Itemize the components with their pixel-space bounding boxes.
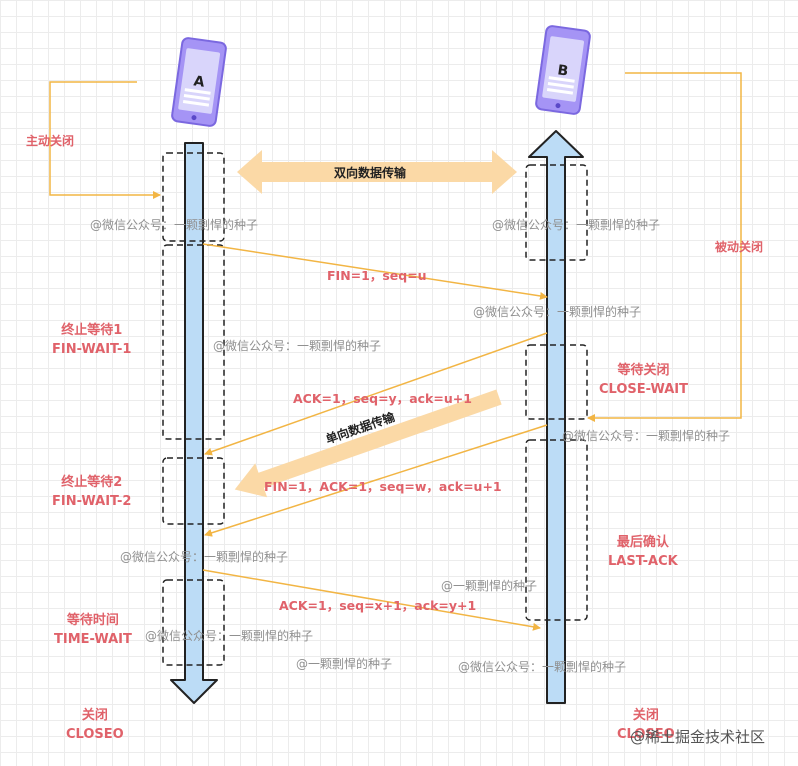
state-b-closed-en: CLOSEO [617, 727, 675, 742]
watermark-text: @微信公众号：一颗剽悍的种子 [145, 629, 314, 643]
watermark-text: @微信公众号：一颗剽悍的种子 [562, 429, 731, 443]
unidirectional-arrow [234, 389, 502, 498]
watermark-text: @微信公众号：一颗剽悍的种子 [120, 550, 289, 564]
state-a-closed-en: CLOSEO [66, 727, 124, 742]
state-fin-wait-1: 终止等待1 FIN-WAIT-1 [52, 321, 131, 359]
state-b-closed: 关闭 CLOSEO [617, 706, 675, 744]
watermark-text: @一颗剽悍的种子 [441, 579, 538, 593]
watermark-text: @微信公众号：一颗剽悍的种子 [458, 660, 627, 674]
watermark-text: @微信公众号：一颗剽悍的种子 [90, 218, 259, 232]
watermark-text: @微信公众号：一颗剽悍的种子 [492, 218, 661, 232]
active-close-label: 主动关闭 [26, 134, 75, 148]
message-line-ack1 [204, 332, 548, 456]
state-last-ack: 最后确认 LAST-ACK [608, 533, 678, 571]
state-box-a-fin-wait-1 [162, 244, 225, 440]
watermark-text: @微信公众号：一颗剽悍的种子 [473, 305, 642, 319]
state-close-wait-en: CLOSE-WAIT [599, 382, 688, 397]
passive-close-bracket [587, 72, 742, 422]
fin2-label: FIN=1，ACK=1，seq=w，ack=u+1 [264, 479, 502, 494]
state-fin-wait-1-en: FIN-WAIT-1 [52, 342, 132, 357]
state-fin-wait-2-cn: 终止等待2 [61, 475, 123, 490]
phone-a-icon: A [171, 37, 227, 127]
site-watermark: @稀土掘金技术社区 [630, 728, 766, 746]
state-last-ack-en: LAST-ACK [608, 554, 678, 569]
state-fin-wait-1-cn: 终止等待1 [61, 323, 123, 338]
state-box-a-established [162, 152, 225, 242]
watermark-text: @一颗剽悍的种子 [296, 657, 393, 671]
state-box-b-last-ack [525, 439, 588, 621]
phone-b-icon: B [535, 25, 591, 115]
state-last-ack-cn: 最后确认 [616, 535, 669, 550]
state-time-wait-en: TIME-WAIT [54, 632, 132, 647]
device-a-label: A [193, 73, 206, 90]
fin1-label: FIN=1，seq=u [327, 268, 427, 283]
state-time-wait-cn: 等待时间 [66, 613, 119, 628]
message-line-fin1 [202, 243, 548, 300]
state-close-wait: 等待关闭 CLOSE-WAIT [599, 361, 688, 399]
ack1-label: ACK=1，seq=y，ack=u+1 [293, 391, 472, 406]
state-fin-wait-2-en: FIN-WAIT-2 [52, 494, 132, 509]
bidirectional-arrow [237, 150, 517, 194]
state-fin-wait-2: 终止等待2 FIN-WAIT-2 [52, 473, 131, 511]
active-close-bracket [49, 81, 161, 199]
state-a-closed-cn: 关闭 [81, 708, 108, 723]
state-box-a-fin-wait-2 [162, 457, 225, 525]
state-close-wait-cn: 等待关闭 [617, 363, 670, 378]
timeline-b [528, 130, 584, 704]
device-b-label: B [556, 62, 569, 79]
message-line-fin2 [204, 424, 548, 537]
state-box-b-close-wait [525, 344, 588, 420]
watermark-text: @微信公众号：一颗剽悍的种子 [213, 339, 382, 353]
message-line-ack2 [202, 569, 541, 631]
ack2-label: ACK=1，seq=x+1，ack=y+1 [279, 598, 477, 613]
state-box-b-established [525, 164, 588, 261]
bidirectional-label: 双向数据传输 [334, 166, 407, 180]
state-b-closed-cn: 关闭 [632, 708, 659, 723]
passive-close-label: 被动关闭 [715, 240, 764, 254]
state-a-closed: 关闭 CLOSEO [66, 706, 124, 744]
timeline-a [170, 142, 218, 704]
state-time-wait: 等待时间 TIME-WAIT [54, 611, 132, 649]
